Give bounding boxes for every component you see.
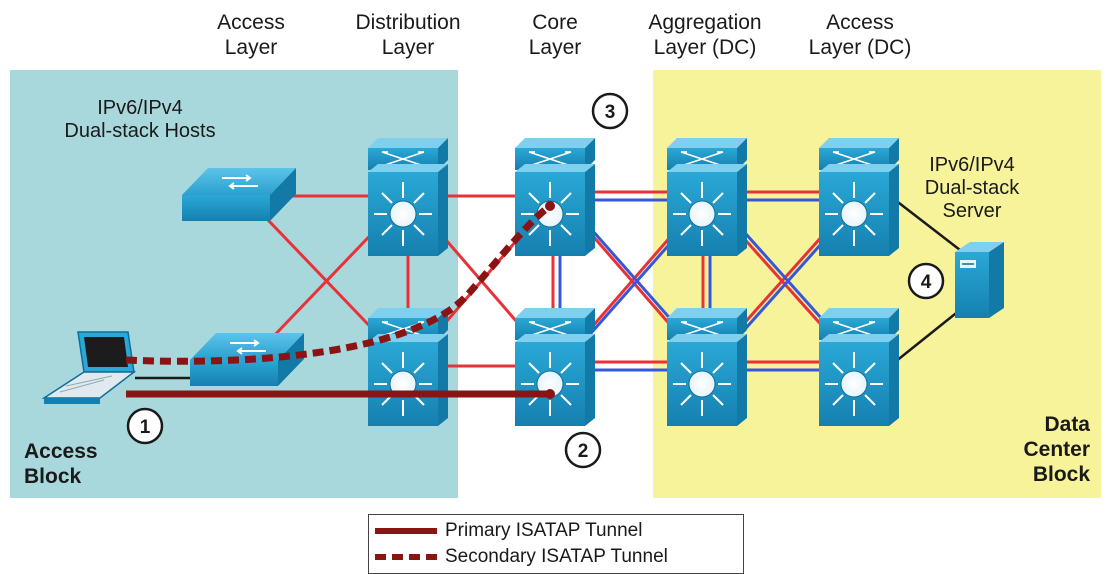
marker-2: 2 xyxy=(564,431,602,469)
distribution-switch-top xyxy=(367,137,449,257)
aggregation-switch-top xyxy=(666,137,748,257)
core-switch-top xyxy=(514,137,596,257)
server-links xyxy=(889,195,961,367)
laptop-icon xyxy=(41,331,137,404)
legend-secondary-swatch xyxy=(375,554,437,560)
primary-tunnel-endpoint xyxy=(545,389,555,399)
svg-text:4: 4 xyxy=(921,272,932,293)
secondary-tunnel-endpoint xyxy=(545,201,555,211)
aggregation-switch-bottom xyxy=(666,307,748,427)
legend: Primary ISATAP Tunnel Secondary ISATAP T… xyxy=(368,514,744,574)
access-switch-top xyxy=(182,168,296,221)
svg-text:1: 1 xyxy=(140,417,151,438)
secondary-isatap-tunnel xyxy=(125,203,553,365)
access-dc-switch-bottom xyxy=(818,307,900,427)
svg-text:3: 3 xyxy=(605,102,616,123)
legend-secondary: Secondary ISATAP Tunnel xyxy=(375,545,668,569)
legend-primary-swatch xyxy=(375,528,437,534)
distribution-switch-bottom xyxy=(367,307,449,427)
access-switch-bottom xyxy=(190,333,304,386)
marker-1: 1 xyxy=(126,407,164,445)
marker-4: 4 xyxy=(907,262,945,300)
marker-3: 3 xyxy=(591,92,629,130)
svg-text:2: 2 xyxy=(578,441,589,462)
legend-primary-label: Primary ISATAP Tunnel xyxy=(445,520,643,541)
server-icon xyxy=(955,242,1004,318)
legend-secondary-label: Secondary ISATAP Tunnel xyxy=(445,546,668,567)
legend-primary: Primary ISATAP Tunnel xyxy=(375,519,642,543)
core-switch-bottom xyxy=(514,307,596,427)
access-dc-switch-top xyxy=(818,137,900,257)
